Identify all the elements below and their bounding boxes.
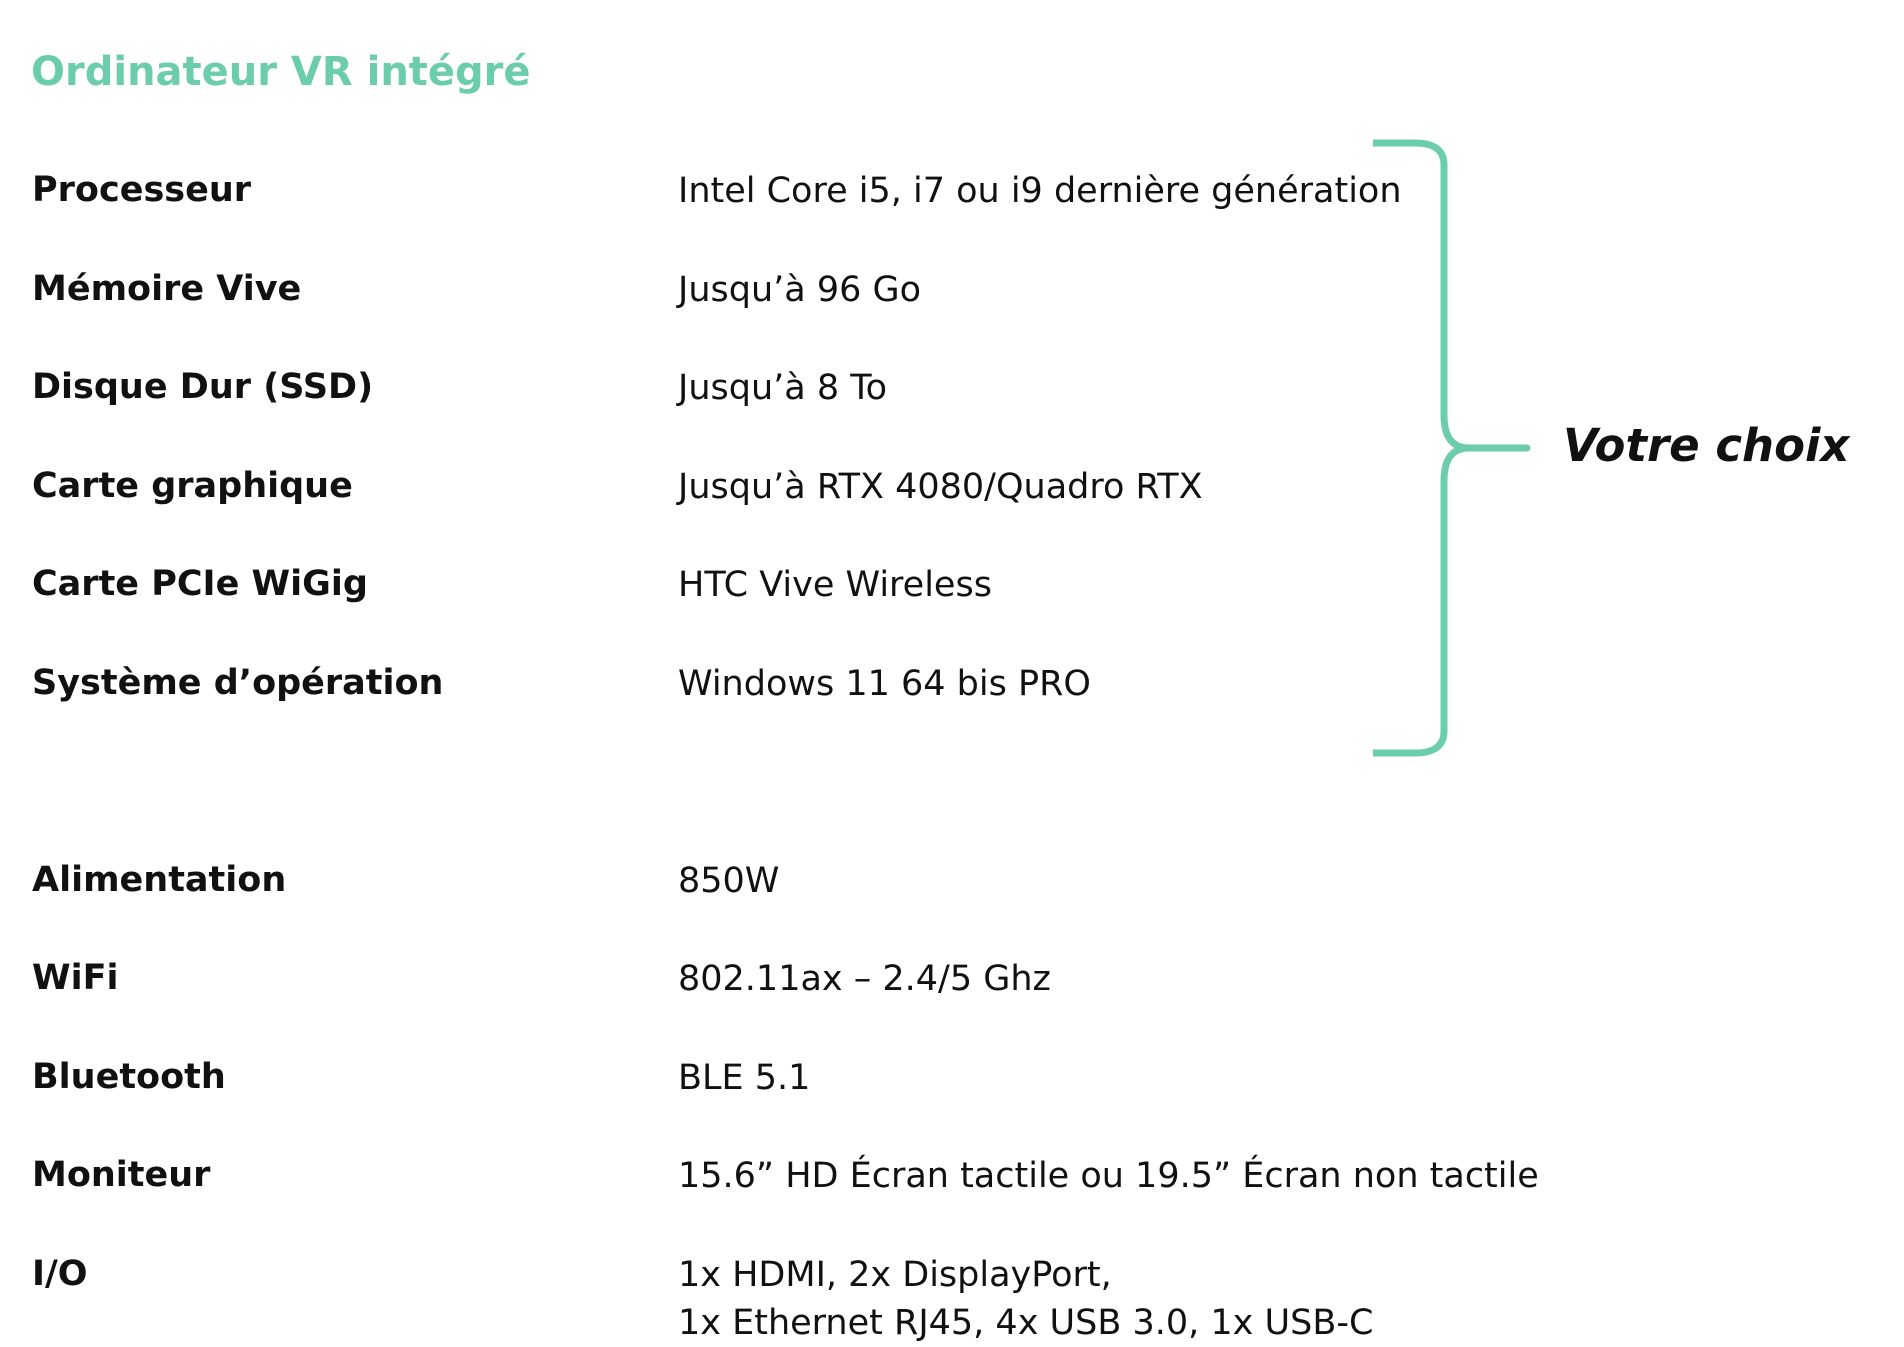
- spec-row-processeur: Processeur Intel Core i5, i7 ou i9 derni…: [0, 167, 1904, 227]
- curly-brace-icon: [1373, 139, 1531, 757]
- spec-label: Carte PCIe WiGig: [32, 564, 368, 604]
- spec-label: Carte graphique: [32, 466, 353, 506]
- spec-row-systeme-operation: Système d’opération Windows 11 64 bis PR…: [0, 660, 1904, 720]
- spec-label: Système d’opération: [32, 663, 444, 703]
- spec-value: 802.11ax – 2.4/5 Ghz: [678, 959, 1051, 999]
- spec-value: Intel Core i5, i7 ou i9 dernière générat…: [678, 171, 1402, 211]
- spec-label: Disque Dur (SSD): [32, 367, 374, 407]
- spec-value: BLE 5.1: [678, 1058, 811, 1098]
- spec-row-bluetooth: Bluetooth BLE 5.1: [0, 1054, 1904, 1114]
- spec-label: Mémoire Vive: [32, 269, 302, 309]
- spec-label: WiFi: [32, 958, 119, 998]
- spec-row-carte-pcie-wigig: Carte PCIe WiGig HTC Vive Wireless: [0, 561, 1904, 621]
- spec-label: I/O: [32, 1254, 88, 1294]
- spec-value: Jusqu’à RTX 4080/Quadro RTX: [678, 467, 1203, 507]
- spec-value: 15.6” HD Écran tactile ou 19.5” Écran no…: [678, 1156, 1539, 1196]
- spec-label: Bluetooth: [32, 1057, 226, 1097]
- spec-value: HTC Vive Wireless: [678, 565, 992, 605]
- spec-value-line2: 1x Ethernet RJ45, 4x USB 3.0, 1x USB-C: [678, 1303, 1374, 1343]
- spec-row-moniteur: Moniteur 15.6” HD Écran tactile ou 19.5”…: [0, 1152, 1904, 1212]
- spec-row-io: I/O 1x HDMI, 2x DisplayPort, 1x Ethernet…: [0, 1251, 1904, 1347]
- spec-label: Processeur: [32, 170, 252, 210]
- spec-row-carte-graphique: Carte graphique Jusqu’à RTX 4080/Quadro …: [0, 463, 1904, 523]
- spec-value: Jusqu’à 96 Go: [678, 270, 922, 310]
- spec-value: Jusqu’à 8 To: [678, 368, 888, 408]
- spec-row-wifi: WiFi 802.11ax – 2.4/5 Ghz: [0, 955, 1904, 1015]
- spec-row-alimentation: Alimentation 850W: [0, 857, 1904, 917]
- spec-value: 1x HDMI, 2x DisplayPort,: [678, 1255, 1112, 1295]
- spec-label: Moniteur: [32, 1155, 211, 1195]
- spec-value: 850W: [678, 861, 780, 901]
- spec-row-memoire-vive: Mémoire Vive Jusqu’à 96 Go: [0, 266, 1904, 326]
- spec-value: Windows 11 64 bis PRO: [678, 664, 1091, 704]
- spec-label: Alimentation: [32, 860, 287, 900]
- choice-label: Votre choix: [1563, 419, 1850, 472]
- spec-row-disque-dur: Disque Dur (SSD) Jusqu’à 8 To: [0, 364, 1904, 424]
- page-title: Ordinateur VR intégré: [31, 49, 531, 95]
